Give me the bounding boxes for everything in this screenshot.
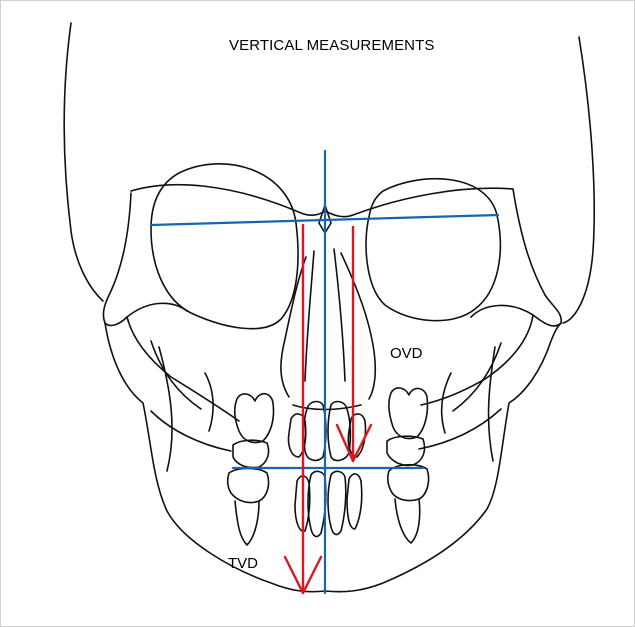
tooth-upper-left-2: [233, 440, 269, 467]
tvd-label: TVD: [228, 555, 258, 572]
diagram-title: VERTICAL MEASUREMENTS: [229, 37, 434, 54]
central-incisor-lower-right: [328, 471, 346, 534]
left-maxilla: [151, 341, 201, 409]
lateral-incisor-lower-right: [347, 474, 362, 529]
right-zygoma: [471, 189, 561, 326]
left-zygoma: [103, 193, 187, 325]
tooth-lower-right-1: [388, 465, 429, 501]
tooth-lower-left-1: [228, 469, 269, 503]
central-incisor-lower-left: [308, 471, 326, 536]
central-incisor-upper-left: [304, 402, 326, 461]
nasal-septum-left: [305, 251, 314, 381]
tooth-upper-right-2: [387, 436, 425, 465]
cranium-left-outline: [64, 23, 103, 301]
nasal-septum-right: [334, 249, 345, 381]
mandible-inner-left: [151, 411, 231, 451]
right-ramus: [489, 347, 495, 461]
tooth-upper-right-1: [389, 388, 428, 439]
ovd-label: OVD: [390, 345, 423, 362]
tooth-upper-left-1: [235, 394, 274, 443]
right-zygoma-detail: [442, 373, 451, 433]
tooth-lower-left-root: [235, 501, 259, 545]
right-orbit: [366, 179, 500, 321]
right-zygomatic-arch: [421, 315, 533, 405]
tooth-lower-right-root: [395, 499, 420, 543]
cranium-right-outline: [563, 37, 594, 323]
